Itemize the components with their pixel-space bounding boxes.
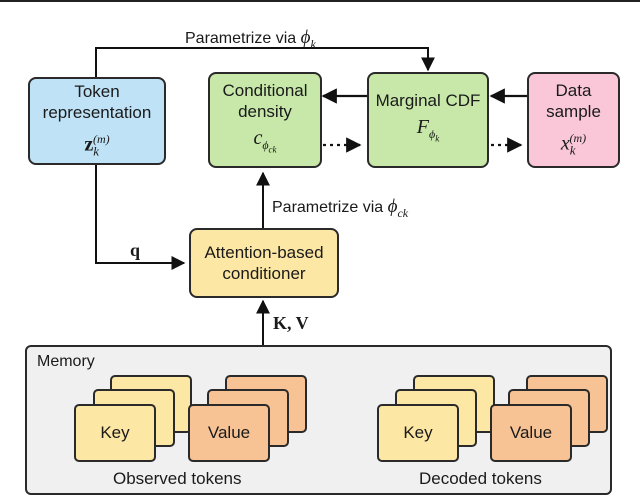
- decoded-key-card-front: Key: [377, 404, 459, 462]
- marginal-cdf-node: Marginal CDF Fϕk: [367, 72, 489, 168]
- conditional-density-math: cϕck: [253, 126, 277, 155]
- arrow-token-to-attention: [95, 165, 186, 270]
- memory-title: Memory: [37, 353, 95, 370]
- token-representation-label: Token representation: [42, 81, 152, 122]
- edge-label-parametrize-phi-ck: Parametrize via ϕck: [272, 196, 409, 220]
- token-representation-node: Token representation zk(m): [28, 77, 166, 165]
- observed-tokens-label: Observed tokens: [113, 469, 242, 488]
- conditional-density-node: Conditional density cϕck: [208, 72, 322, 168]
- arrow-token-to-cdf: [95, 47, 435, 77]
- decoded-value-card-front: Value: [490, 404, 572, 462]
- memory-panel: Memory Key Value Observed tokens Key Val…: [25, 345, 612, 495]
- observed-value-card-front: Value: [188, 404, 270, 462]
- decoded-value-label: Value: [509, 423, 553, 442]
- edge-label-parametrize-phi-k: Parametrize via ϕk: [185, 27, 316, 51]
- observed-key-card-front: Key: [74, 404, 156, 462]
- marginal-cdf-math: Fϕk: [416, 116, 440, 144]
- decoded-key-label: Key: [403, 423, 433, 442]
- observed-key-label: Key: [100, 423, 130, 442]
- data-sample-label: Data sample: [546, 80, 601, 121]
- edge-label-kv: K, V: [273, 313, 309, 334]
- data-sample-math: xk(m): [560, 130, 587, 158]
- token-representation-math: zk(m): [84, 131, 110, 159]
- edge-label-kv-text: K, V: [273, 313, 309, 333]
- edge-label-q-text: q: [130, 240, 141, 260]
- marginal-cdf-label: Marginal CDF: [375, 91, 481, 111]
- observed-value-label: Value: [207, 423, 251, 442]
- attention-conditioner-node: Attention-based conditioner: [189, 228, 339, 298]
- data-sample-node: Data sample xk(m): [527, 72, 620, 168]
- edge-label-q: q: [130, 240, 140, 261]
- attention-conditioner-label: Attention-based conditioner: [204, 243, 324, 283]
- top-rule: [0, 0, 640, 2]
- conditional-density-label: Conditional density: [222, 80, 308, 121]
- decoded-tokens-label: Decoded tokens: [419, 469, 542, 488]
